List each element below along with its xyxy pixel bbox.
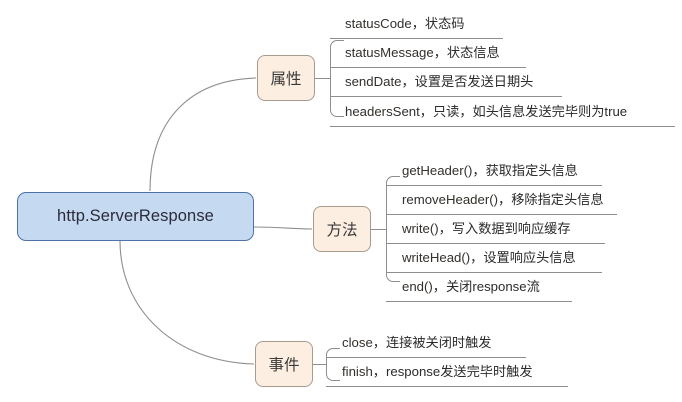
- leaf-item[interactable]: statusCode，状态码: [345, 16, 464, 32]
- leaf-sep: ，: [438, 221, 452, 237]
- leaf-item[interactable]: write()，写入数据到响应缓存: [402, 221, 571, 237]
- leaf-desc: 写入数据到响应缓存: [451, 221, 571, 237]
- leaf-name: removeHeader(): [402, 192, 499, 208]
- leaf-underline: [386, 214, 617, 215]
- leaf-sep: ，: [372, 335, 386, 351]
- leaf-desc: 只读，如头信息发送完毕则为true: [432, 104, 628, 120]
- leaf-spine-events: [326, 348, 340, 381]
- root-node-label: http.ServerResponse: [57, 207, 214, 225]
- branch-stub-events: [313, 364, 326, 365]
- leaf-item[interactable]: end()，关闭response流: [402, 279, 540, 295]
- leaf-desc: 状态信息: [446, 45, 500, 61]
- branch-stub-methods: [371, 229, 386, 230]
- leaf-desc: 获取指定头信息: [485, 163, 578, 179]
- root-node[interactable]: http.ServerResponse: [17, 192, 254, 241]
- leaf-sep: ，: [411, 16, 425, 32]
- leaf-item[interactable]: close，连接被关闭时触发: [342, 335, 491, 351]
- leaf-spine-methods: [386, 176, 400, 282]
- leaf-sep: ，: [432, 279, 446, 295]
- leaf-spine-properties: [330, 40, 344, 117]
- leaf-underline: [386, 301, 572, 302]
- leaf-underline: [386, 185, 602, 186]
- leaf-name: write(): [402, 221, 439, 237]
- leaf-name: close: [342, 335, 373, 351]
- leaf-item[interactable]: headersSent，只读，如头信息发送完毕则为true: [345, 104, 627, 120]
- branch-label-methods: 方法: [326, 222, 358, 239]
- leaf-desc: 移除指定头信息: [511, 192, 604, 208]
- leaf-item[interactable]: getHeader()，获取指定头信息: [402, 163, 578, 179]
- leaf-name: finish: [342, 364, 373, 380]
- leaf-item[interactable]: removeHeader()，移除指定头信息: [402, 192, 604, 208]
- leaf-underline: [330, 96, 562, 97]
- leaf-underline: [330, 38, 503, 39]
- leaf-name: writeHead(): [402, 250, 471, 266]
- leaf-desc: 设置响应头信息: [483, 250, 576, 266]
- branch-stub-properties: [315, 78, 330, 79]
- leaf-desc: 设置是否发送日期头: [414, 74, 534, 90]
- leaf-underline: [326, 386, 568, 387]
- leaf-underline: [330, 126, 675, 127]
- leaf-name: statusCode: [345, 16, 412, 32]
- leaf-desc: 关闭response流: [445, 279, 540, 295]
- branch-node-events[interactable]: 事件: [255, 341, 313, 387]
- leaf-name: getHeader(): [402, 163, 473, 179]
- leaf-sep: ，: [419, 104, 433, 120]
- leaf-sep: ，: [498, 192, 512, 208]
- branch-node-properties[interactable]: 属性: [257, 55, 315, 101]
- leaf-sep: ，: [472, 163, 486, 179]
- leaf-item[interactable]: finish，response发送完毕时触发: [342, 364, 533, 380]
- leaf-sep: ，: [470, 250, 484, 266]
- leaf-name: headersSent: [345, 104, 420, 120]
- leaf-sep: ，: [372, 364, 386, 380]
- leaf-sep: ，: [433, 45, 447, 61]
- leaf-name: end(): [402, 279, 433, 295]
- leaf-underline: [386, 272, 602, 273]
- branch-node-methods[interactable]: 方法: [313, 206, 371, 252]
- leaf-underline: [386, 243, 605, 244]
- leaf-desc: 连接被关闭时触发: [385, 335, 492, 351]
- leaf-desc: 状态码: [424, 16, 465, 32]
- branch-label-events: 事件: [268, 357, 300, 374]
- leaf-item[interactable]: writeHead()，设置响应头信息: [402, 250, 576, 266]
- leaf-item[interactable]: statusMessage，状态信息: [345, 45, 500, 61]
- leaf-name: statusMessage: [345, 45, 434, 61]
- leaf-underline: [330, 67, 526, 68]
- leaf-name: sendDate: [345, 74, 402, 90]
- leaf-sep: ，: [401, 74, 415, 90]
- branch-label-properties: 属性: [270, 71, 302, 88]
- leaf-item[interactable]: sendDate，设置是否发送日期头: [345, 74, 533, 90]
- leaf-underline: [326, 357, 526, 358]
- leaf-desc: response发送完毕时触发: [385, 364, 533, 380]
